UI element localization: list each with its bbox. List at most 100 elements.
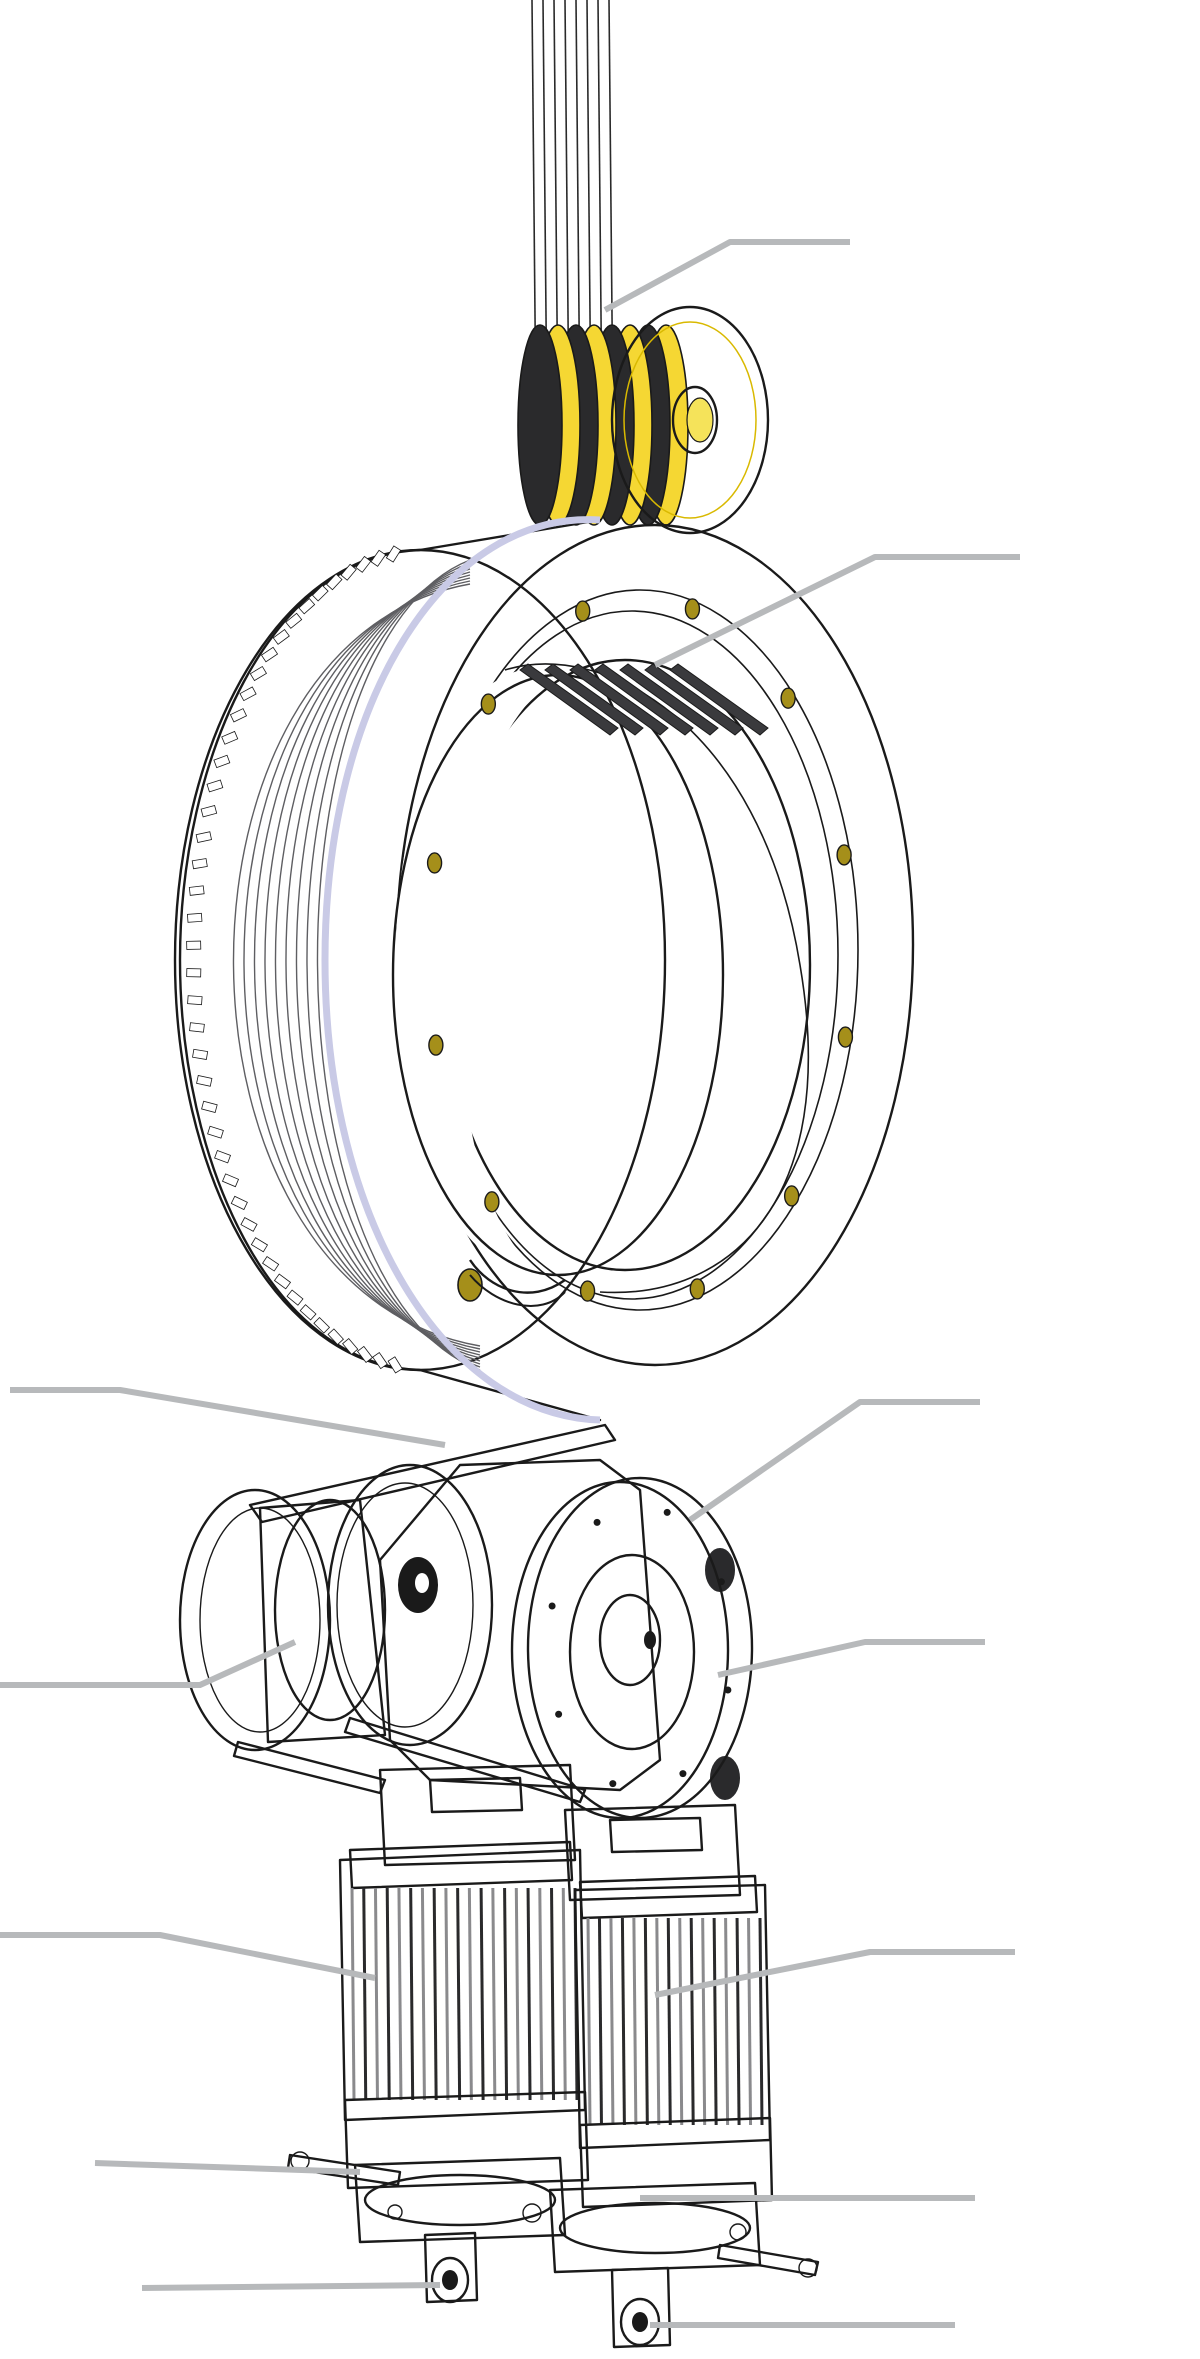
rim-stripe [192,1048,209,1060]
rim-stripe [298,598,316,615]
rim-groove [295,565,481,1365]
rim-stripe [326,573,343,591]
motor-fin [514,1887,520,2101]
rim-stripe [262,1256,280,1272]
bore-tooth [519,663,619,736]
motor-fin [666,1917,672,2126]
rim-stripe [249,665,268,682]
bolt-hole [783,1185,800,1207]
bolt-hole [579,1280,596,1302]
motor-adapters [378,1763,742,1902]
motor-fin [724,1917,730,2126]
disc-hole [548,1602,556,1610]
motor-fin [735,1917,741,2126]
rim-groove [253,577,481,1353]
rim-stripe [356,1345,373,1363]
disc-hole [717,1578,725,1586]
motor-fin [643,1917,649,2126]
encoder-icon [423,2231,479,2304]
grooved-pulley-icon [517,305,770,535]
rim-stripe [273,1273,292,1290]
rim-stripe [327,1328,344,1346]
rim-stripe [230,1195,248,1211]
rim-stripe [370,549,387,567]
bore-tooth [544,663,644,736]
rope-strands-icon [531,0,614,421]
motor-fin [678,1917,684,2126]
callout-leaders [0,239,1020,2328]
bolt-hole [457,1268,483,1302]
motor-fin [362,1887,368,2101]
rim-groove [285,568,481,1362]
motor-fin [586,1917,592,2126]
rim-stripe [286,1289,304,1306]
rim-stripe [260,646,279,663]
motor-fin [491,1887,497,2101]
rim-stripe [207,1125,224,1139]
bore-tooth [569,663,669,736]
rim-groove [264,574,481,1356]
motor-fin [597,1917,603,2126]
motor-fin [420,1887,426,2101]
electric-motor-icon [573,1874,774,2209]
callout-leader-line [0,1932,376,1981]
callout-leader-line [654,1949,1015,1998]
motor-fin [561,1887,567,2101]
rim-stripe [355,555,372,573]
rim-stripe [313,1317,331,1334]
rim-stripe [385,545,402,563]
callout-leader-line [653,554,1020,668]
bore-tooth [669,663,769,736]
rim-stripe [213,754,231,769]
poly-v-belt-icon [248,1423,617,1524]
motor-fin [712,1917,718,2126]
motor-fin [467,1887,473,2101]
disc-hole [679,1770,687,1778]
motor-fin [701,1917,707,2126]
rim-stripe [299,1304,317,1321]
rim-stripe [342,1337,359,1355]
bolt-hole [780,687,796,709]
rim-groove [243,580,481,1350]
rim-stripe [201,1100,218,1114]
rim-groove [274,571,481,1359]
rim-groove [316,559,481,1371]
rim-groove [232,583,481,1347]
callout-leader-line [717,1639,985,1678]
rim-stripe [186,940,202,950]
callout-leader-line [141,2282,441,2291]
rim-stripe [196,1075,213,1087]
rim-stripe [285,612,303,629]
rim-stripe [250,1237,269,1253]
motor-fin [758,1917,764,2126]
rim-stripe [221,1173,240,1188]
motor-fin [609,1917,615,2126]
disc-hole [593,1518,601,1526]
rim-stripe [187,995,203,1006]
rim-stripe [239,686,257,702]
release-lever-icon [286,2151,567,2244]
bolt-hole [575,600,591,622]
rim-stripe [240,1217,258,1232]
bolt-hole [689,1278,705,1300]
motor-fin [432,1887,438,2101]
rim-stripe [229,708,248,723]
motor-fin [655,1917,661,2126]
release-lever-icon [548,2181,820,2278]
callout-leader-line [0,1639,297,1688]
disc-hole [724,1686,732,1694]
rim-stripe [387,1356,403,1374]
bolt-hole [684,598,701,620]
disc-hole [609,1780,617,1788]
rim-stripe [195,831,212,844]
motor-fin [479,1887,485,2101]
rim-stripe [186,968,202,978]
bore-tooth [619,663,719,736]
rim-stripe [214,1149,232,1164]
ring-sheave-icon [173,516,915,1424]
bore-tooth [644,663,744,736]
rim-stripe [221,730,239,745]
motor-fin [550,1887,556,2101]
